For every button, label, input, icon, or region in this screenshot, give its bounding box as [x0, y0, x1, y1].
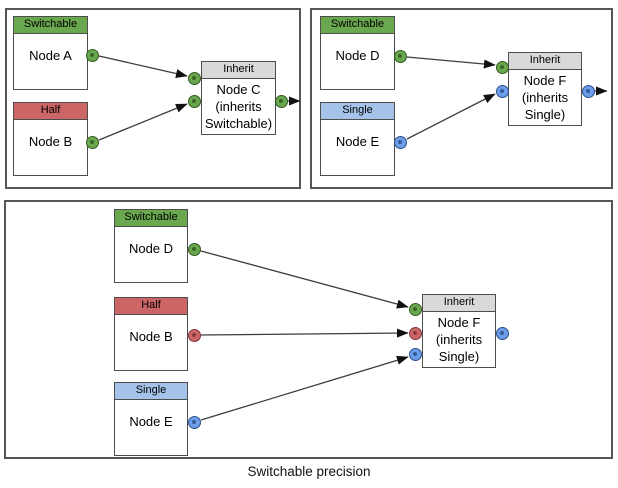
- node-a-label: Node A: [29, 48, 72, 63]
- port-node-d-output: [187, 242, 201, 256]
- port-node-e-output-dot: [398, 140, 402, 144]
- edge-connector: [406, 56, 496, 69]
- port-node-f-output: [581, 84, 595, 98]
- node-b2-label: Node B: [129, 329, 173, 344]
- port-node-d-output-dot: [192, 247, 196, 251]
- port-node-f-input-1: [408, 302, 422, 316]
- port-node-f-input-1-dot: [500, 65, 504, 69]
- port-node-f-output: [495, 326, 509, 340]
- port-node-b-output: [187, 328, 201, 342]
- port-node-f-input-2-dot: [413, 331, 417, 335]
- port-node-c-output-dot: [279, 99, 283, 103]
- port-node-c-output: [274, 94, 288, 108]
- port-node-f-input-2: [408, 326, 422, 340]
- edge-connector: [406, 93, 496, 140]
- edge-connector: [98, 55, 188, 78]
- node-d2-label: Node D: [128, 241, 174, 256]
- diagram-caption: Switchable precision: [247, 464, 371, 479]
- node-b-header: Half: [14, 103, 87, 120]
- node-a-header: Switchable: [14, 17, 87, 34]
- port-node-a-output-dot: [90, 53, 94, 57]
- edge-connector: [200, 328, 409, 338]
- edges-layer: [406, 56, 608, 140]
- port-node-f-input-3: [408, 347, 422, 361]
- port-node-f-input-2-dot: [500, 89, 504, 93]
- node-d-label: Node D: [335, 48, 380, 63]
- edge-connector: [200, 250, 409, 309]
- node-d2-header: Switchable: [115, 210, 187, 227]
- port-node-c-input-1-dot: [192, 76, 196, 80]
- node-b-label: Node B: [28, 134, 73, 149]
- port-node-e-output: [393, 135, 407, 149]
- port-node-f-input-1-dot: [413, 307, 417, 311]
- edges-layer: [98, 55, 301, 141]
- port-node-c-input-2-dot: [192, 99, 196, 103]
- node-f-header: Inherit: [509, 53, 581, 70]
- edge-connector: [98, 103, 188, 141]
- port-node-f-output-dot: [586, 89, 590, 93]
- node-f2-header: Inherit: [423, 295, 495, 312]
- port-node-f-input-2: [495, 84, 509, 98]
- node-e2-header: Single: [115, 383, 187, 400]
- port-node-f-input-1: [495, 60, 509, 74]
- port-node-b-output: [85, 135, 99, 149]
- port-node-e-output-dot: [192, 420, 196, 424]
- port-node-c-input-1: [187, 71, 201, 85]
- node-c-header: Inherit: [202, 62, 275, 79]
- port-node-f-output-dot: [500, 331, 504, 335]
- port-node-b-output-dot: [90, 140, 94, 144]
- port-node-e-output: [187, 415, 201, 429]
- port-node-f-input-3-dot: [413, 352, 417, 356]
- node-e-header: Single: [321, 103, 394, 120]
- node-f-label: Node F (inherits Single): [521, 73, 569, 123]
- port-node-d-output-dot: [398, 54, 402, 58]
- port-node-a-output: [85, 48, 99, 62]
- node-d-header: Switchable: [321, 17, 394, 34]
- port-node-c-input-2: [187, 94, 201, 108]
- node-f2-label: Node F (inherits Single): [435, 315, 483, 365]
- node-c-label: Node C (inherits Switchable): [204, 82, 273, 132]
- edges-layer: [200, 250, 409, 421]
- port-node-b-output-dot: [192, 333, 196, 337]
- node-e-label: Node E: [335, 134, 380, 149]
- node-b2-header: Half: [115, 298, 187, 315]
- edge-connector: [200, 355, 409, 421]
- node-e2-label: Node E: [129, 414, 173, 429]
- port-node-d-output: [393, 49, 407, 63]
